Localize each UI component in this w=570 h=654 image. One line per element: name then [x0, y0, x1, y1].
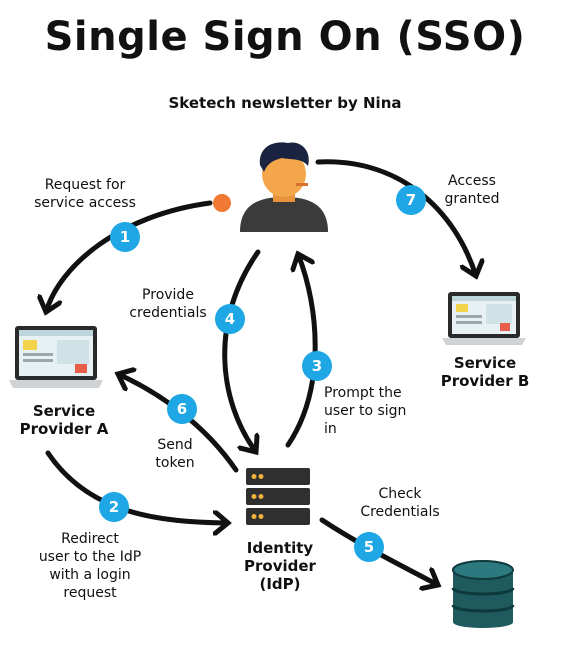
identity-provider-label: Identity Provider (IdP)	[244, 539, 316, 593]
service-provider-b-label: Service Provider B	[440, 354, 530, 390]
step-6-label: Send token	[155, 437, 195, 471]
svg-text:6: 6	[177, 400, 187, 418]
svg-text:2: 2	[109, 498, 119, 516]
arrow-step-3	[285, 254, 318, 448]
step-3-label: Prompt the user to sign in	[324, 385, 407, 437]
arrow-step-1	[46, 200, 213, 312]
service-provider-a-label: Service Provider A	[19, 402, 109, 438]
svg-text:3: 3	[312, 357, 322, 375]
svg-text:7: 7	[406, 191, 416, 209]
step-badge-7: 7	[396, 185, 426, 215]
step-2-label: Redirect user to the IdP with a login re…	[38, 531, 142, 601]
svg-text:5: 5	[364, 538, 374, 556]
step-badge-1: 1	[110, 222, 140, 252]
page-title: Single Sign On (SSO)	[44, 14, 526, 60]
step-badge-3: 3	[302, 351, 332, 381]
page-subtitle: Sketech newsletter by Nina	[168, 94, 402, 112]
start-dot-icon	[213, 194, 231, 212]
step-badge-4: 4	[215, 304, 245, 334]
step-1-label: Request for service access	[34, 177, 136, 211]
laptop-icon-a	[9, 326, 103, 388]
svg-text:1: 1	[120, 228, 130, 246]
step-badge-2: 2	[99, 492, 129, 522]
step-5-label: Check Credentials	[360, 486, 440, 520]
step-badge-6: 6	[167, 394, 197, 424]
laptop-icon-b	[442, 292, 526, 345]
database-icon	[451, 560, 515, 628]
server-icon	[246, 468, 310, 525]
step-4-label: Provide credentials	[129, 287, 207, 321]
step-badge-5: 5	[354, 532, 384, 562]
step-7-label: Access granted	[444, 173, 500, 207]
svg-text:4: 4	[225, 310, 235, 328]
user-icon	[240, 142, 328, 232]
arrow-step-4	[222, 249, 261, 452]
